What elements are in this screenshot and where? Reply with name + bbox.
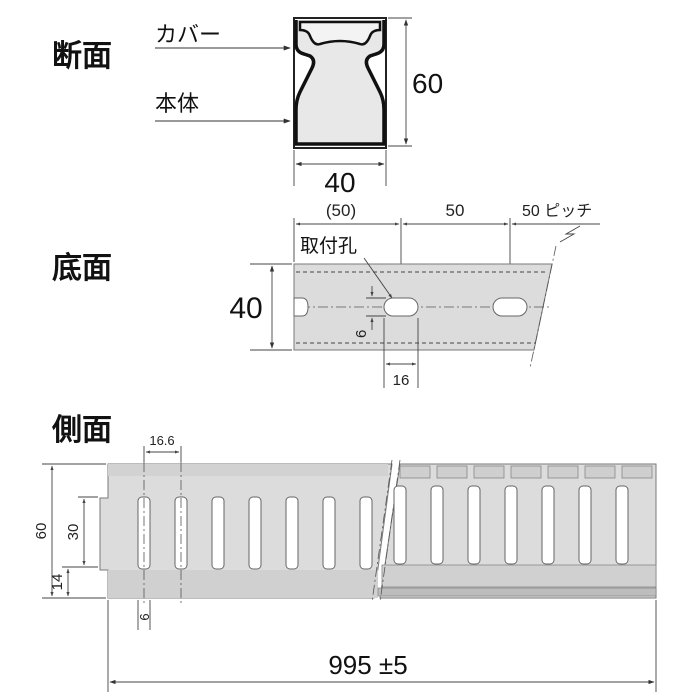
side-slot [211, 496, 225, 570]
length-value: 995 ±5 [328, 650, 407, 680]
end-notch [293, 297, 309, 317]
side-slot [541, 485, 555, 565]
hole-leader [363, 257, 393, 299]
bottom-view-title: 底面 [52, 251, 112, 286]
side-slot-width-value: 6 [137, 613, 152, 620]
side-view: 側面 16.6 [33, 413, 657, 692]
side-slot [467, 485, 481, 565]
side-slot [248, 496, 262, 570]
duct-cover-outline [298, 20, 382, 46]
pitch-value: 50 [446, 201, 465, 220]
side-slot [430, 485, 444, 565]
width-value: 40 [324, 167, 355, 198]
side-slot [615, 485, 629, 565]
bottom-width-value: 40 [229, 292, 262, 325]
side-break-line-2 [379, 459, 401, 603]
side-inner-value: 30 [65, 524, 82, 541]
slot-pitch-value: 16.6 [149, 433, 174, 448]
pitch-note: 50 ピッチ [522, 203, 592, 220]
side-slot [504, 485, 518, 565]
side-slots-right [393, 485, 629, 565]
side-top-teeth [399, 465, 653, 479]
side-bottom-value: 14 [49, 574, 66, 591]
cover-label: カバー [155, 23, 221, 48]
slot-length-value: 16 [393, 372, 410, 389]
hole-label: 取付孔 [300, 235, 357, 257]
bottom-break-line [529, 245, 557, 369]
first-pitch-value: (50) [326, 201, 356, 220]
side-slot [578, 485, 592, 565]
mounting-hole-2 [492, 297, 528, 317]
side-bottom-rail-right [381, 564, 657, 588]
side-slot [137, 496, 151, 570]
side-slot [174, 496, 188, 570]
body-label: 本体 [155, 92, 199, 117]
mounting-hole-1 [383, 297, 419, 317]
cross-section-view: 断面 カバー 本体 60 40 [52, 17, 443, 198]
height-value: 60 [412, 68, 443, 99]
side-top-rail-left [108, 464, 388, 476]
cross-section-title: 断面 [52, 39, 112, 74]
side-base-hatch [377, 587, 657, 597]
side-slot [322, 496, 336, 570]
side-height-value: 60 [33, 523, 50, 540]
side-slot [359, 496, 373, 570]
side-slot [285, 496, 299, 570]
side-bottom-rail-left [108, 570, 378, 598]
side-break-line-1 [371, 459, 393, 603]
side-slot [393, 485, 407, 565]
pitch-note-leader [559, 225, 581, 243]
slot-width-value: 6 [353, 330, 370, 338]
side-slots-left [137, 496, 373, 570]
duct-body-outline [294, 20, 386, 146]
bottom-view: 底面 (50) 50 50 ピッチ 取付孔 40 [52, 201, 600, 389]
side-view-title: 側面 [51, 413, 112, 448]
